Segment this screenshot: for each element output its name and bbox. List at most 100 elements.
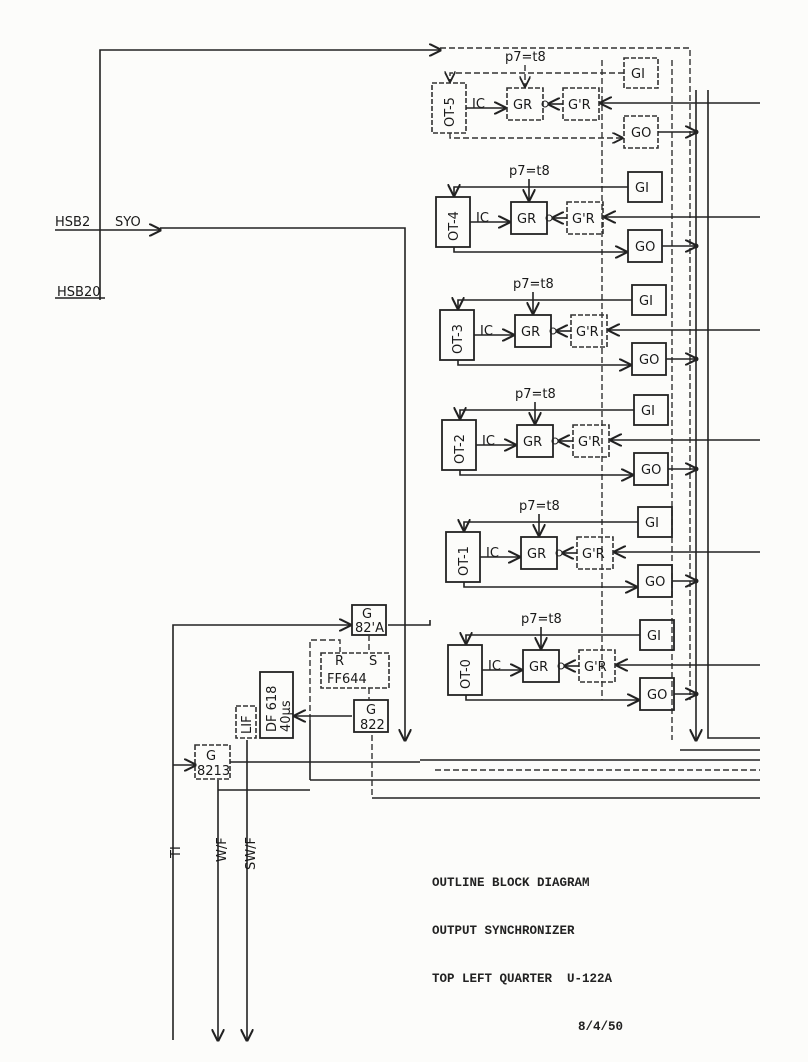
gr-gate-box [516,424,554,458]
p7-t8-label: p7=t8 [519,499,560,514]
gi-feedback-line [460,410,634,418]
p7-t8-label: p7=t8 [509,164,550,179]
df618-label: DF 618 [265,686,280,732]
gr-prime-label: G'R [572,212,595,227]
go-label: GO [635,240,655,255]
gate-8213-title: G [206,749,216,764]
ot-label: OT-3 [451,324,466,354]
gr-gate-box [506,87,544,121]
go-label: GO [631,126,651,141]
output-row: OT-4 IC GR G'R GI GO p7=t8 [435,164,760,263]
ot-label: OT-0 [459,659,474,689]
gr-label: GR [523,435,542,450]
p7-t8-label: p7=t8 [515,387,556,402]
gi-label: GI [647,629,661,644]
swf-label: SW/F [244,837,259,870]
hsb20-line [99,50,440,300]
gi-label: GI [635,181,649,196]
ti-label: TI [169,846,184,859]
gr-prime-label: G'R [578,435,601,450]
gr-prime-label: G'R [576,325,599,340]
ot-label: OT-2 [453,434,468,464]
ot-label: OT-1 [457,546,472,576]
output-row: OT-3 IC GR G'R GI GO p7=t8 [439,277,760,376]
gate-82a-title: G [362,607,372,622]
ot-output-line [463,582,636,587]
syo-line [160,227,405,740]
caption-line-3: TOP LEFT QUARTER U-122A [432,972,613,986]
go-label: GO [645,575,665,590]
gi-label: GI [639,294,653,309]
gr-gate-box [514,314,552,348]
ic-label: IC [482,434,495,449]
go-label: GO [639,353,659,368]
gate-822-box [353,699,389,733]
caption-line-2: OUTPUT SYNCHRONIZER [432,924,575,938]
df618-delay: 40μs [279,700,294,732]
gi-feedback-line [450,73,624,81]
gr-label: GR [521,325,540,340]
p7-t8-label: p7=t8 [505,50,546,65]
gr-label: GR [513,98,532,113]
diagram-caption: OUTLINE BLOCK DIAGRAM OUTPUT SYNCHRONIZE… [432,843,623,1051]
gate-822-number: 822 [360,718,385,733]
ic-label: IC [488,659,501,674]
ic-label: IC [486,546,499,561]
gi-label: GI [631,67,645,82]
caption-line-1: OUTLINE BLOCK DIAGRAM [432,876,590,890]
go-label: GO [647,688,667,703]
ff644-s: S [369,654,377,669]
gr-prime-label: G'R [584,660,607,675]
ot-output-line [453,247,626,252]
output-row: OT-1 IC GR G'R GI GO p7=t8 [445,499,760,598]
gr-prime-label: G'R [582,547,605,562]
ot-label: OT-5 [443,97,458,127]
ot-label: OT-4 [447,211,462,241]
gi-feedback-line [458,300,632,308]
ot-output-line [457,360,630,365]
p7-t8-label: p7=t8 [521,612,562,627]
top-bus-line [440,47,691,700]
gr-gate-box [522,649,560,683]
ic-label: IC [472,97,485,112]
ff644-box [320,652,390,689]
hsb-inputs: HSB2 SYO HSB20 [55,47,691,740]
gi-feedback-line [454,187,628,195]
df618-box [259,671,294,739]
ff644-r: R [335,654,344,669]
output-row: OT-0 IC GR G'R GI GO p7=t8 [447,612,760,711]
ot-output-line [459,470,632,475]
lif-label: LIF [240,715,255,734]
hsb2-label: HSB2 [55,215,90,230]
gr-prime-label: G'R [568,98,591,113]
gate-82a-number: 82'A [355,621,384,636]
gate-822-title: G [366,703,376,718]
vertical-buses [310,60,760,799]
gi-feedback-line [464,522,638,530]
gr-label: GR [517,212,536,227]
gate-8213-number: 8213 [197,764,230,779]
gr-label: GR [529,660,548,675]
ic-label: IC [480,324,493,339]
gi-label: GI [645,516,659,531]
ot-output-line [449,133,622,138]
ic-label: IC [476,211,489,226]
control-section: G 82'A R S FF644 G 822 DF 618 40μs LIF G… [169,604,431,1040]
wf-label: W/F [215,837,230,862]
p7-t8-label: p7=t8 [513,277,554,292]
gr-label: GR [527,547,546,562]
gr-gate-box [510,201,548,235]
syo-label: SYO [115,215,141,230]
hsb20-label: HSB20 [57,285,101,300]
go-label: GO [641,463,661,478]
gr-gate-box [520,536,558,570]
output-row: OT-5 IC GR G'R GI GO p7=t8 [431,50,760,149]
lif-box [235,705,257,739]
ot-output-line [465,695,638,700]
gi-feedback-line [466,635,640,643]
ff644-label: FF644 [327,672,367,687]
